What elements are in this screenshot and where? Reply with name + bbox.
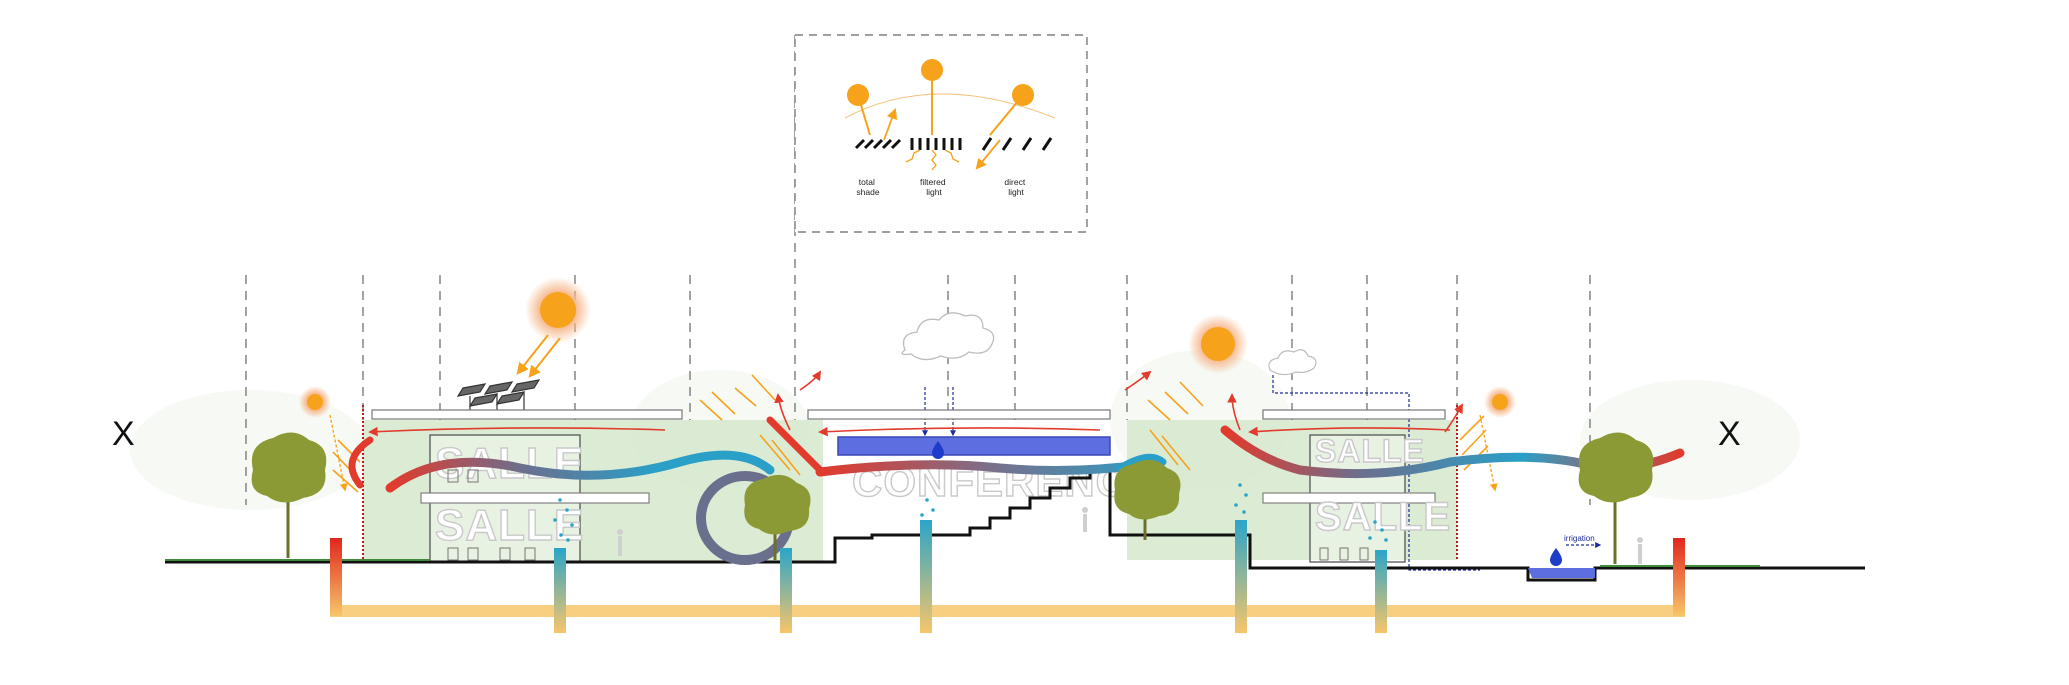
sun-rays-panels: [516, 334, 561, 378]
cloud-icon: [1268, 349, 1317, 376]
sun-icon: [921, 59, 943, 81]
rainwater-collector-line: [1272, 375, 1480, 571]
tree-icon: [1578, 432, 1654, 564]
water-drop-icon: [932, 441, 944, 459]
sun-icon: [307, 394, 323, 410]
louvre-direct-light: [981, 137, 1053, 151]
warm-air-exhaust: [368, 370, 1463, 437]
shading-inset: total shade filtered light direct light: [794, 34, 1088, 233]
water-roof: [837, 436, 1111, 456]
right-building: SALLE SALLE: [1262, 432, 1451, 563]
sun-icon: [1201, 327, 1235, 361]
suns: [299, 277, 1516, 418]
rain-arrows: [922, 387, 956, 437]
section-mark-left: X: [112, 415, 135, 453]
sun-icon: [847, 84, 869, 106]
sun-icon: [1012, 84, 1034, 106]
room-label-right-lower: SALLE: [1315, 495, 1451, 539]
sun-drop-arrows: [329, 414, 1498, 492]
inset-label-direct-light: direct light: [1004, 177, 1027, 197]
left-building: SALLE SALLE: [420, 434, 650, 563]
water-basin: [1528, 568, 1595, 578]
tree-icon: [1114, 459, 1181, 540]
facade-lines: [362, 405, 1458, 560]
cloud-icon: [901, 312, 995, 361]
section-mark-right: X: [1718, 415, 1741, 453]
geothermal-network: [330, 520, 1685, 633]
irrigation-label: irrigation: [1564, 534, 1595, 543]
inset-label-filtered-light: filtered light: [920, 177, 948, 197]
person-icon: [617, 507, 1643, 564]
sun-icon: [540, 292, 576, 328]
room-label-right-upper: SALLE: [1315, 433, 1425, 469]
sun-icon: [1492, 394, 1508, 410]
roof-slabs: [371, 409, 1446, 420]
solar-panel-icon: [456, 379, 541, 410]
inset-label-total-shade: total shade: [856, 177, 879, 197]
tree-icon: [251, 432, 327, 558]
louvre-total-shade: [854, 138, 902, 150]
louvre-filtered-light: [910, 138, 962, 150]
mist-droplets: [553, 483, 1388, 542]
tree-icon: [744, 474, 811, 560]
shading-rays: [332, 374, 1489, 493]
water-drop-icon: [1550, 548, 1562, 566]
room-label-left-lower: SALLE: [435, 501, 584, 550]
